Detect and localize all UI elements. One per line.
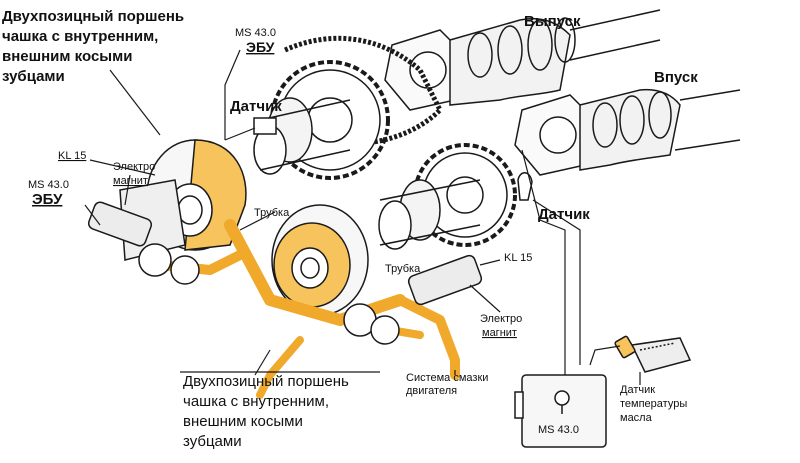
piston-bottom-label-line1: Двухпозицный поршень [183,373,349,390]
intake-sprocket [378,143,517,250]
labels: Двухпозицный поршень чашка с внутренним,… [2,8,698,450]
left-solenoid [87,201,200,285]
piston-top-label-line1: Двухпозицный поршень [2,8,184,25]
ecu-top-label-line2: ЭБУ [246,39,275,55]
kl15-right-label: KL 15 [504,252,532,264]
exhaust-label: Выпуск [524,13,581,30]
top-sensor [253,117,277,135]
oil-temperature-sensor [614,335,692,373]
ecu-left-label-line1: MS 43.0 [28,179,69,191]
piston-top-label-line2: чашка с внутренним, [2,28,158,45]
ecu-box-label: MS 43.0 [538,424,579,436]
piston-bottom-label-line4: зубцами [183,433,242,450]
lubrication-label-line2: двигателя [406,385,457,397]
piston-bottom-label-line3: внешним косыми [183,413,303,430]
electromagnet-left-label-line1: Электро [113,161,155,173]
tube-right-label: Трубка [385,263,421,275]
oil-sensor-label-line2: температуры [620,398,687,410]
piston-bottom-label-line2: чашка с внутренним, [183,393,329,410]
oil-sensor-label-line3: масла [620,412,653,424]
intake-camshaft [514,88,741,176]
kl15-left-label: KL 15 [58,150,86,162]
ecu-left-label-line2: ЭБУ [32,191,63,208]
electromagnet-left-label-line2: магнит [113,175,148,187]
electromagnet-right-label-line2: магнит [482,327,517,339]
exhaust-camshaft [384,9,661,111]
tube-left-label: Трубка [254,207,290,219]
sensor-top-label: Датчик [230,98,282,115]
lubrication-label-line1: Система смазки [406,372,488,384]
piston-top-label-line4: зубцами [2,68,65,85]
intake-label: Впуск [654,69,698,86]
leader-lines [84,49,641,385]
ecu-box [514,374,607,448]
ecu-top-label-line1: MS 43.0 [235,27,276,39]
electromagnet-right-label-line1: Электро [480,313,522,325]
oil-sensor-label-line1: Датчик [620,384,655,396]
right-solenoid [343,254,483,345]
sensor-right-label: Датчик [538,206,590,223]
piston-top-label-line3: внешним косыми [2,48,132,65]
lower-vanos-unit [271,204,369,316]
right-cam-sensor [517,172,533,201]
